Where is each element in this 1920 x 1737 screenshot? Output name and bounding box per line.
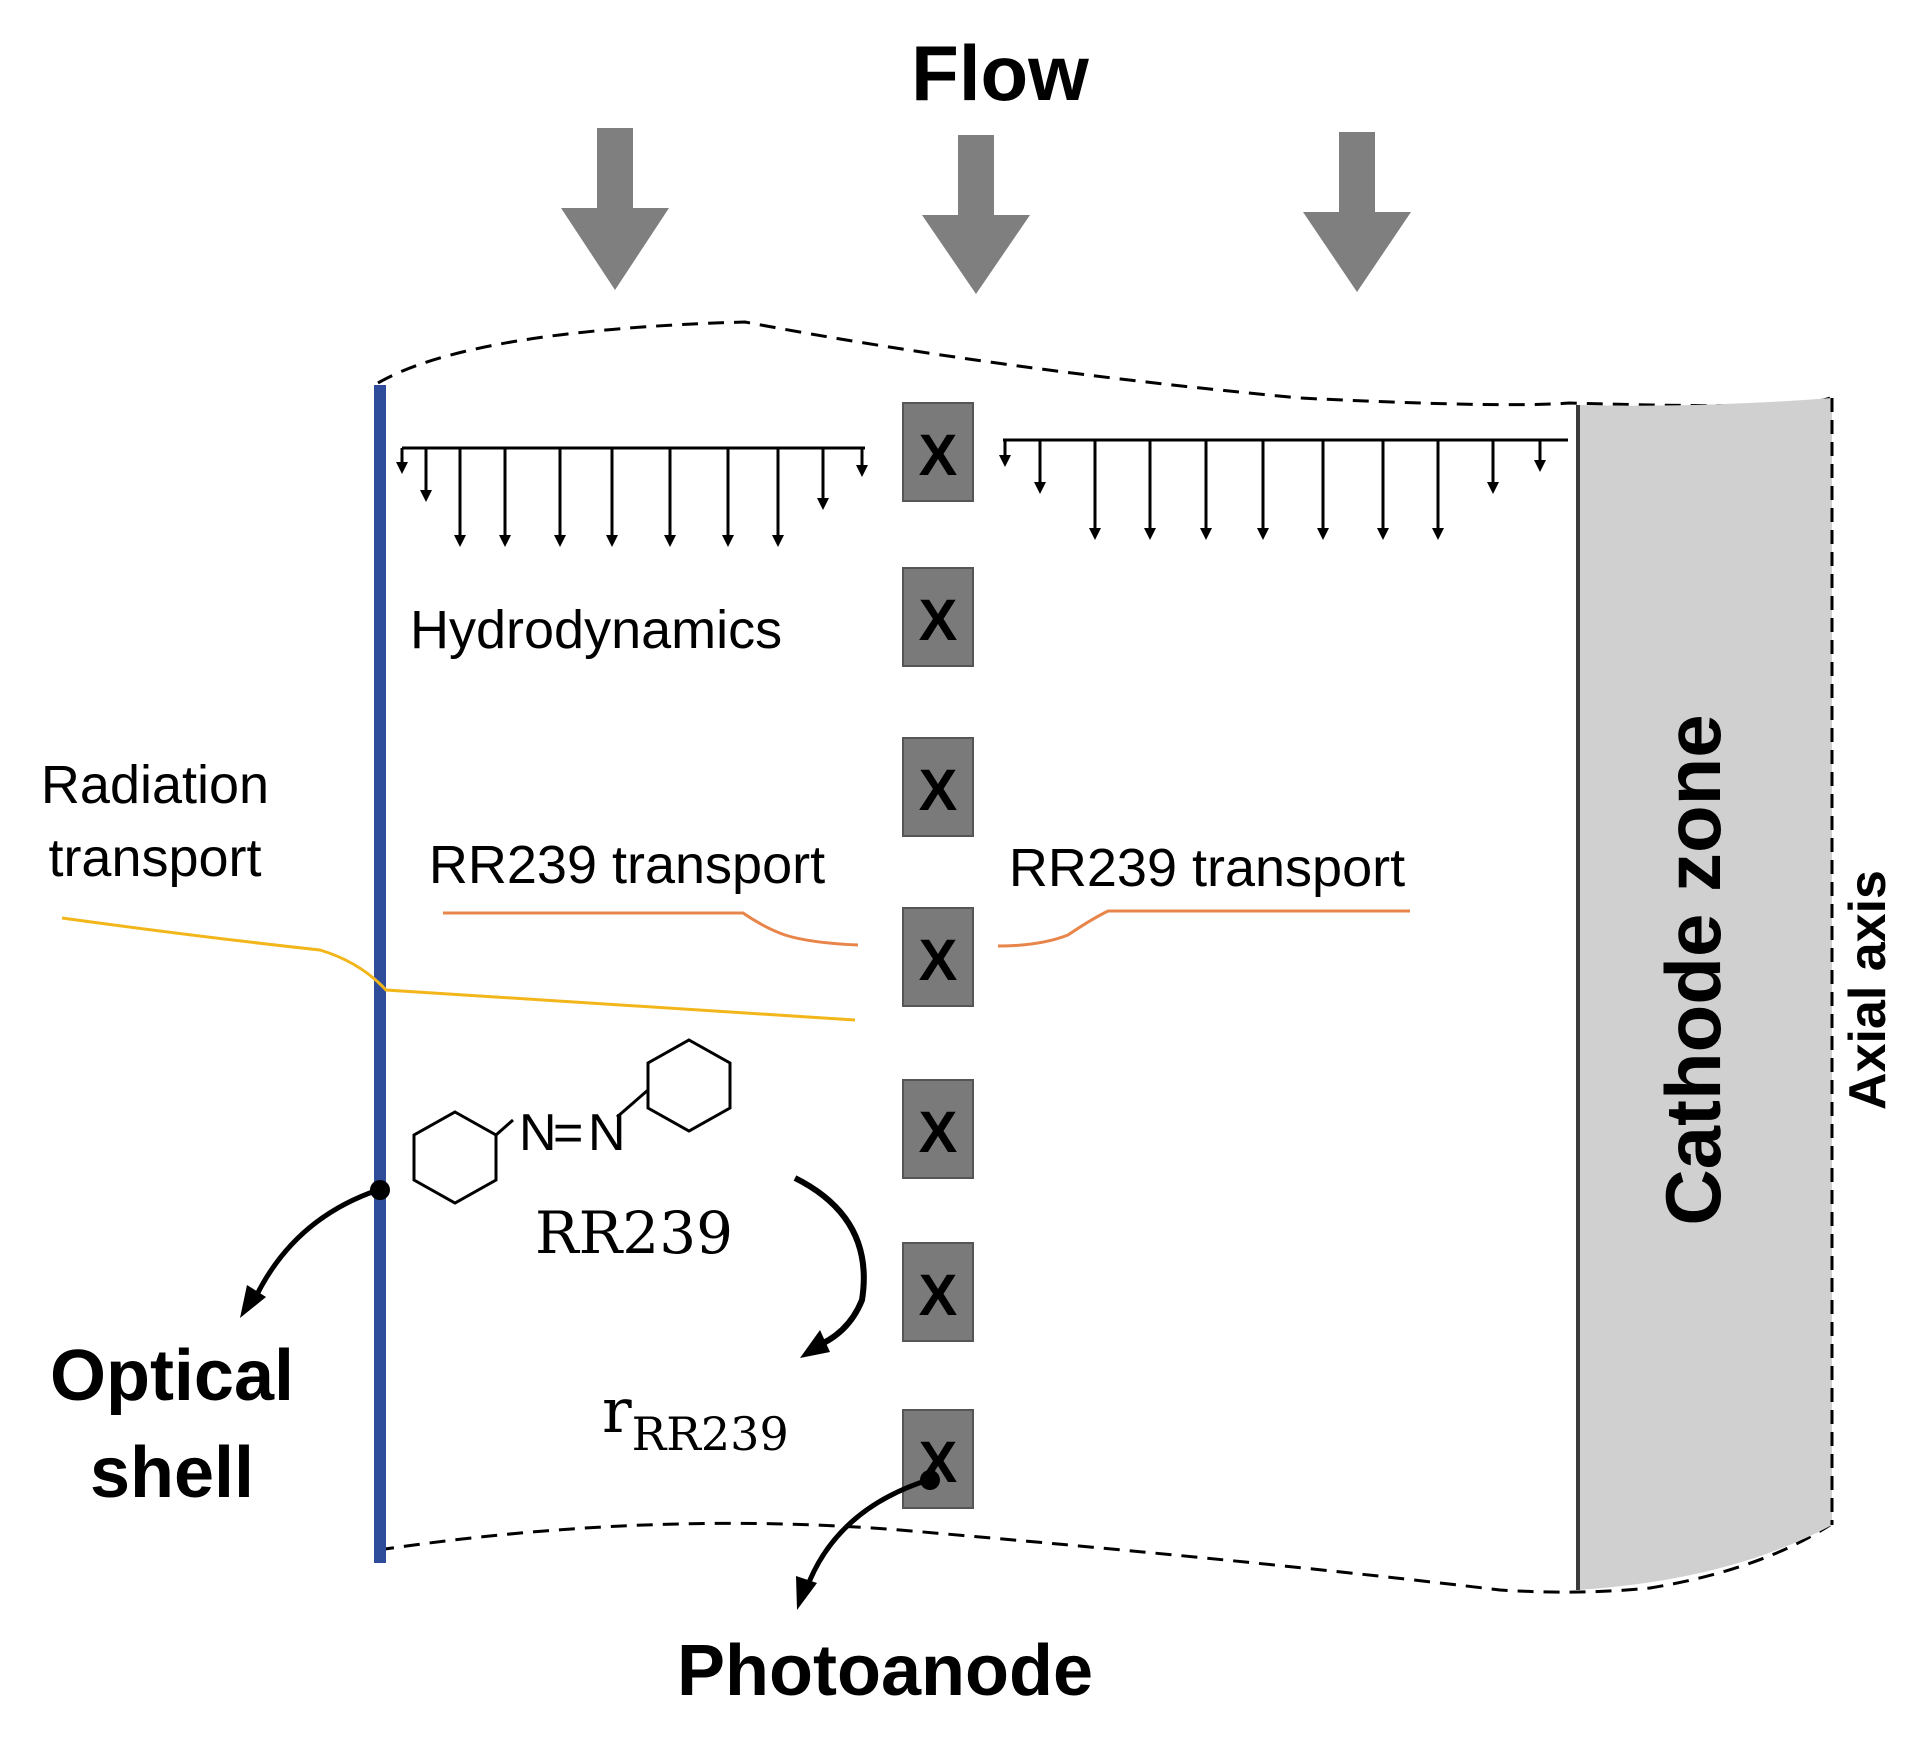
photoanode-mark: X xyxy=(919,1263,958,1328)
reaction-arrow xyxy=(793,1175,867,1351)
flow-arrows xyxy=(561,128,1411,294)
azo-bond-right xyxy=(616,1088,649,1119)
radiation-transport-label-line2: transport xyxy=(48,828,261,888)
rate-label: rRR239 xyxy=(602,1374,789,1461)
photoanode-pointer xyxy=(803,1477,929,1591)
optical-shell-label-line1: Optical xyxy=(50,1336,294,1416)
rate-subscript: RR239 xyxy=(632,1407,789,1461)
azo-n-right: N xyxy=(588,1104,626,1162)
rr239-profile-left xyxy=(443,911,859,947)
photoanode-mark: X xyxy=(919,588,958,653)
velocity-profile-right xyxy=(999,438,1568,540)
photoanode-cell: X xyxy=(902,402,974,502)
photoanode-arrowhead xyxy=(796,1576,817,1610)
axial-axis-label: Axial axis xyxy=(1839,870,1897,1110)
azo-double-bond: = xyxy=(553,1104,583,1162)
rr239-species-label: RR239 xyxy=(535,1199,733,1267)
cathode-zone xyxy=(1578,398,1832,1590)
optical-shell-pointer xyxy=(249,1187,379,1307)
optical-shell-label-line2: shell xyxy=(90,1433,254,1513)
photoanode-cell: X xyxy=(902,907,974,1007)
photoanode-cell: X xyxy=(902,567,974,667)
photoanode-cell: X xyxy=(902,737,974,837)
reaction-arrowhead xyxy=(800,1330,830,1358)
flow-arrow-left xyxy=(561,128,669,290)
bottom-boundary xyxy=(377,1521,1831,1594)
photoanode-dot xyxy=(920,1470,940,1490)
velocity-profile-left xyxy=(396,446,868,547)
rr239-profile-right xyxy=(997,909,1410,948)
azo-dye-structure xyxy=(412,1038,732,1205)
optical-shell-arrowhead xyxy=(240,1285,266,1318)
azo-bond-left xyxy=(495,1118,514,1137)
photoanode-mark: X xyxy=(919,423,958,488)
flow-arrow-right xyxy=(1303,132,1411,292)
photoanode-cell: X xyxy=(902,1242,974,1342)
photoanode-mark: X xyxy=(919,758,958,823)
photoanode-column: X X X X X X X xyxy=(902,402,974,1509)
benzene-ring-left xyxy=(412,1110,498,1205)
cathode-zone-label: Cathode zone xyxy=(1649,714,1737,1225)
flow-label: Flow xyxy=(911,29,1089,117)
photoanode-mark: X xyxy=(919,928,958,993)
rate-symbol: r xyxy=(602,1374,632,1447)
azo-n-left: N xyxy=(519,1104,557,1162)
radiation-transport-label-line1: Radiation xyxy=(41,755,269,815)
top-boundary xyxy=(377,320,1831,408)
radiation-profile-line xyxy=(61,916,856,1022)
hydrodynamics-label: Hydrodynamics xyxy=(410,600,782,660)
photoanode-label: Photoanode xyxy=(677,1631,1093,1711)
rr239-transport-left-label: RR239 transport xyxy=(429,835,825,895)
flow-arrow-center xyxy=(922,135,1030,294)
photoanode-mark: X xyxy=(919,1100,958,1165)
rr239-transport-right-label: RR239 transport xyxy=(1009,838,1405,898)
benzene-ring-right xyxy=(646,1038,732,1133)
photoanode-cell: X xyxy=(902,1079,974,1179)
optical-shell-dot xyxy=(370,1180,390,1200)
photoanode-cell: X xyxy=(902,1409,974,1509)
